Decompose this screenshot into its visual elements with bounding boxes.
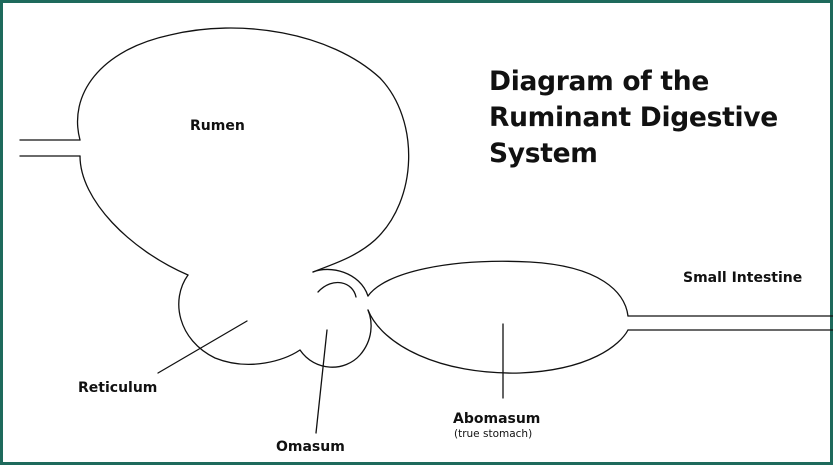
- small-intestine-label: Small Intestine: [683, 270, 803, 286]
- title-line-2: Ruminant Digestive: [489, 102, 778, 133]
- reticulum-leader-line: [157, 320, 248, 374]
- omasum-label: Omasum: [276, 439, 345, 455]
- rumen-lower-outline: [79, 155, 189, 276]
- abomasum-note-label: (true stomach): [454, 428, 533, 440]
- omasum-outline: [299, 309, 372, 368]
- reticulum-label: Reticulum: [78, 380, 158, 396]
- abomasum-outline: [367, 260, 629, 317]
- abomasum-lower-outline: [367, 309, 629, 374]
- omasum-leader-line: [315, 329, 328, 434]
- rumen-label: Rumen: [190, 118, 245, 134]
- rumen-outline: [76, 27, 410, 273]
- diagram-title: Diagram of the Ruminant Digestive System: [489, 64, 778, 172]
- omasum-upper-outline: [312, 268, 369, 297]
- reticulum-outline: [178, 274, 301, 365]
- omasum-inner-curve: [317, 281, 357, 298]
- abomasum-label: Abomasum: [453, 411, 541, 427]
- title-line-1: Diagram of the: [489, 66, 709, 97]
- title-line-3: System: [489, 138, 598, 169]
